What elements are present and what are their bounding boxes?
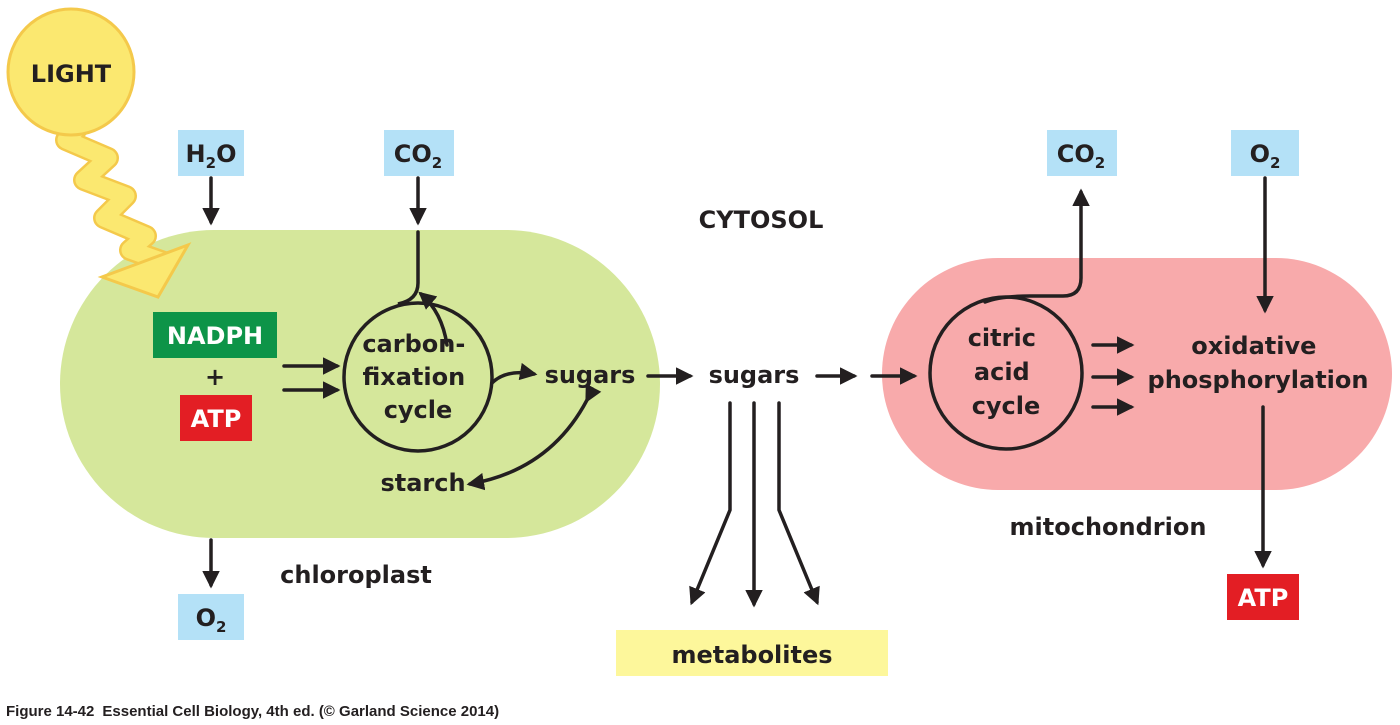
chloroplast-atp-label: ATP <box>191 405 242 433</box>
chloroplast-o2-box <box>178 594 244 640</box>
cycle-entry-arrow <box>418 291 449 347</box>
h2o-box <box>178 130 244 176</box>
chloroplast-co2-box <box>384 130 454 176</box>
sugars-to-metabolites-right <box>777 401 820 606</box>
mitochondrion-co2-label: CO2 <box>1057 140 1105 172</box>
sugars-to-metabolites-left <box>689 401 732 606</box>
citric-cycle-co2-out-arrow <box>983 188 1090 304</box>
metabolites-label: metabolites <box>671 641 832 669</box>
chloroplast-sugars-label: sugars <box>545 361 636 389</box>
cycle-to-sugars-arrow <box>490 362 538 385</box>
mitochondrion-o2-box <box>1231 130 1299 176</box>
starch-label: starch <box>380 469 465 497</box>
nadph-label: NADPH <box>167 322 263 350</box>
cytosol-sugars-label: sugars <box>709 361 800 389</box>
chloroplast-o2-label: O2 <box>196 604 227 636</box>
sun-icon <box>6 7 136 137</box>
mitochondrion-label: mitochondrion <box>1010 513 1207 541</box>
light-ray-arrowhead <box>97 242 192 299</box>
arrows <box>202 176 1274 608</box>
chloroplast-label: chloroplast <box>280 561 432 589</box>
chloroplast-atp-box <box>180 395 252 441</box>
light-label: LIGHT <box>31 60 112 88</box>
sugars-starch-arrow <box>466 383 602 491</box>
carbon-fixation-cycle-circle <box>342 301 494 453</box>
mitochondrion-co2-box <box>1047 130 1117 176</box>
h2o-label: H2O <box>186 140 237 172</box>
plus-sign: + <box>205 363 225 391</box>
cytosol-label: CYTOSOL <box>699 206 824 234</box>
oxidative-phosphorylation-label: oxidative phosphorylation <box>1148 332 1369 394</box>
chloroplast-co2-label: CO2 <box>394 140 442 172</box>
metabolites-box <box>616 630 888 676</box>
co2-into-cycle-path <box>397 230 420 306</box>
mitochondrion-o2-label: O2 <box>1250 140 1281 172</box>
citric-acid-cycle-label: citric acid cycle <box>968 324 1045 420</box>
nadph-box <box>153 312 277 358</box>
mitochondrion-atp-label: ATP <box>1238 584 1289 612</box>
light-source: LIGHT <box>6 7 192 299</box>
mitochondrion-atp-box <box>1227 574 1299 620</box>
